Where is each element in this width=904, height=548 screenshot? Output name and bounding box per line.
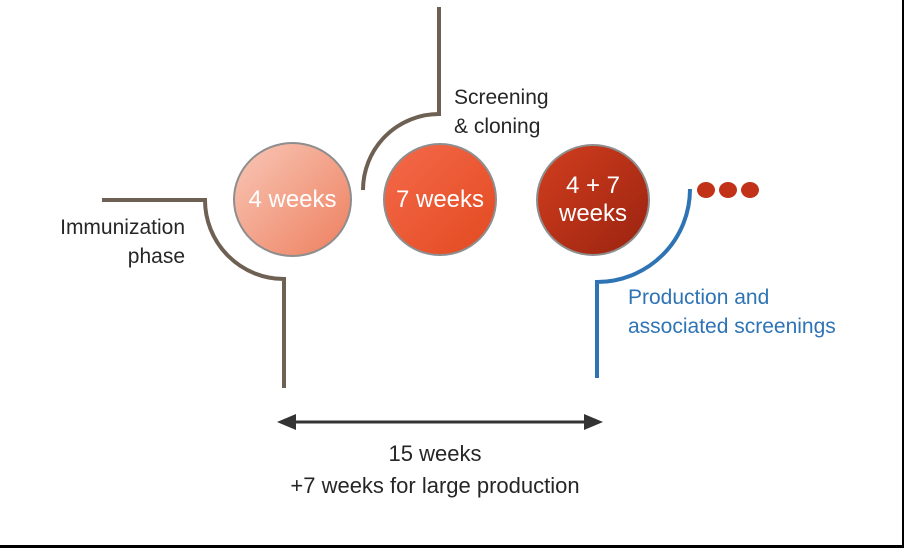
timeline-arrow-left-head-icon xyxy=(277,414,296,430)
continuation-dot-icon xyxy=(741,182,759,198)
immunization-duration-circle: 4 weeks xyxy=(233,142,352,257)
immunization-bracket-line xyxy=(102,198,286,388)
production-duration-text: 4 + 7 weeks xyxy=(558,172,628,227)
timeline-arrow-right-head-icon xyxy=(584,414,603,430)
timeline-total-label: 15 weeks +7 weeks for large production xyxy=(290,441,580,498)
screening-cloning-label: Screening & cloning xyxy=(454,86,549,138)
screening-bracket-line xyxy=(361,7,441,191)
immunization-duration-text: 4 weeks xyxy=(248,185,337,213)
screening-duration-text: 7 weeks xyxy=(395,185,485,213)
screening-duration-circle: 7 weeks xyxy=(383,143,497,256)
continuation-dot-icon xyxy=(719,182,737,198)
production-duration-circle: 4 + 7 weeks xyxy=(536,144,650,256)
continuation-ellipsis xyxy=(697,182,759,198)
production-bracket-line xyxy=(595,188,692,378)
immunization-phase-label: Immunization phase xyxy=(60,216,185,268)
continuation-dot-icon xyxy=(697,182,715,198)
production-screenings-label: Production and associated screenings xyxy=(628,286,836,338)
